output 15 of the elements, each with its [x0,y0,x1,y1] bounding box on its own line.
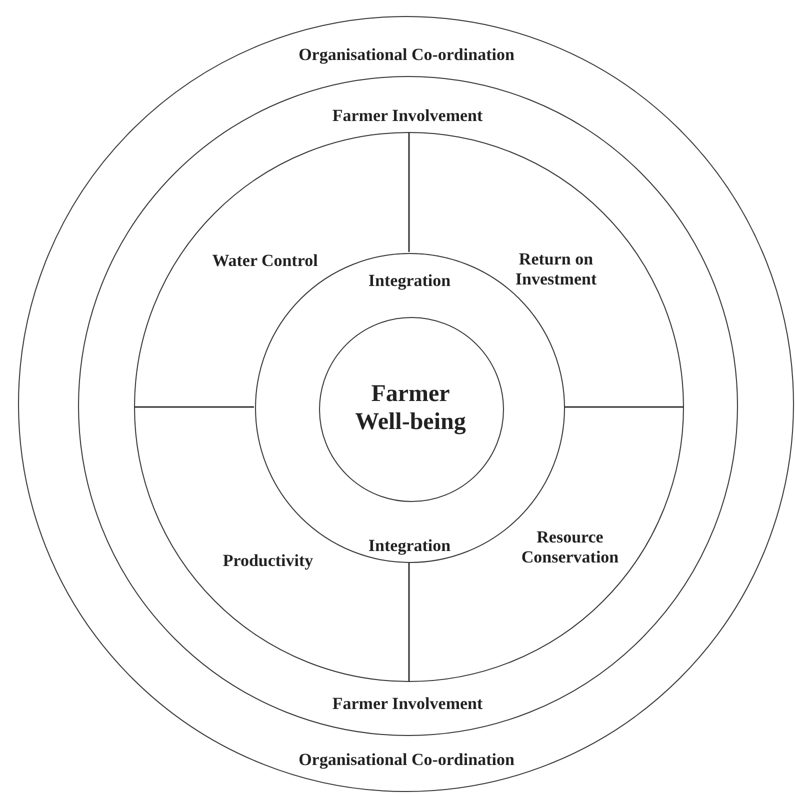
middle-ring [78,76,738,736]
center-label: Farmer Well-being [354,380,467,438]
quadrant-label: Return on Investment [514,250,598,290]
ring-label: Integration [368,270,451,291]
center-circle [319,317,504,502]
ring-label: Farmer Involvement [332,105,483,126]
quadrant-label: Water Control [212,250,318,272]
quadrant-label: Productivity [222,550,314,572]
outer-ring [18,16,794,792]
quadrant-circle [134,132,684,682]
ring-label: Organisational Co-ordination [298,749,514,770]
ring-label: Organisational Co-ordination [298,44,514,65]
ring-label: Integration [368,535,451,556]
ring-label: Farmer Involvement [332,693,483,714]
quadrant-label: Resource Conservation [520,528,620,568]
